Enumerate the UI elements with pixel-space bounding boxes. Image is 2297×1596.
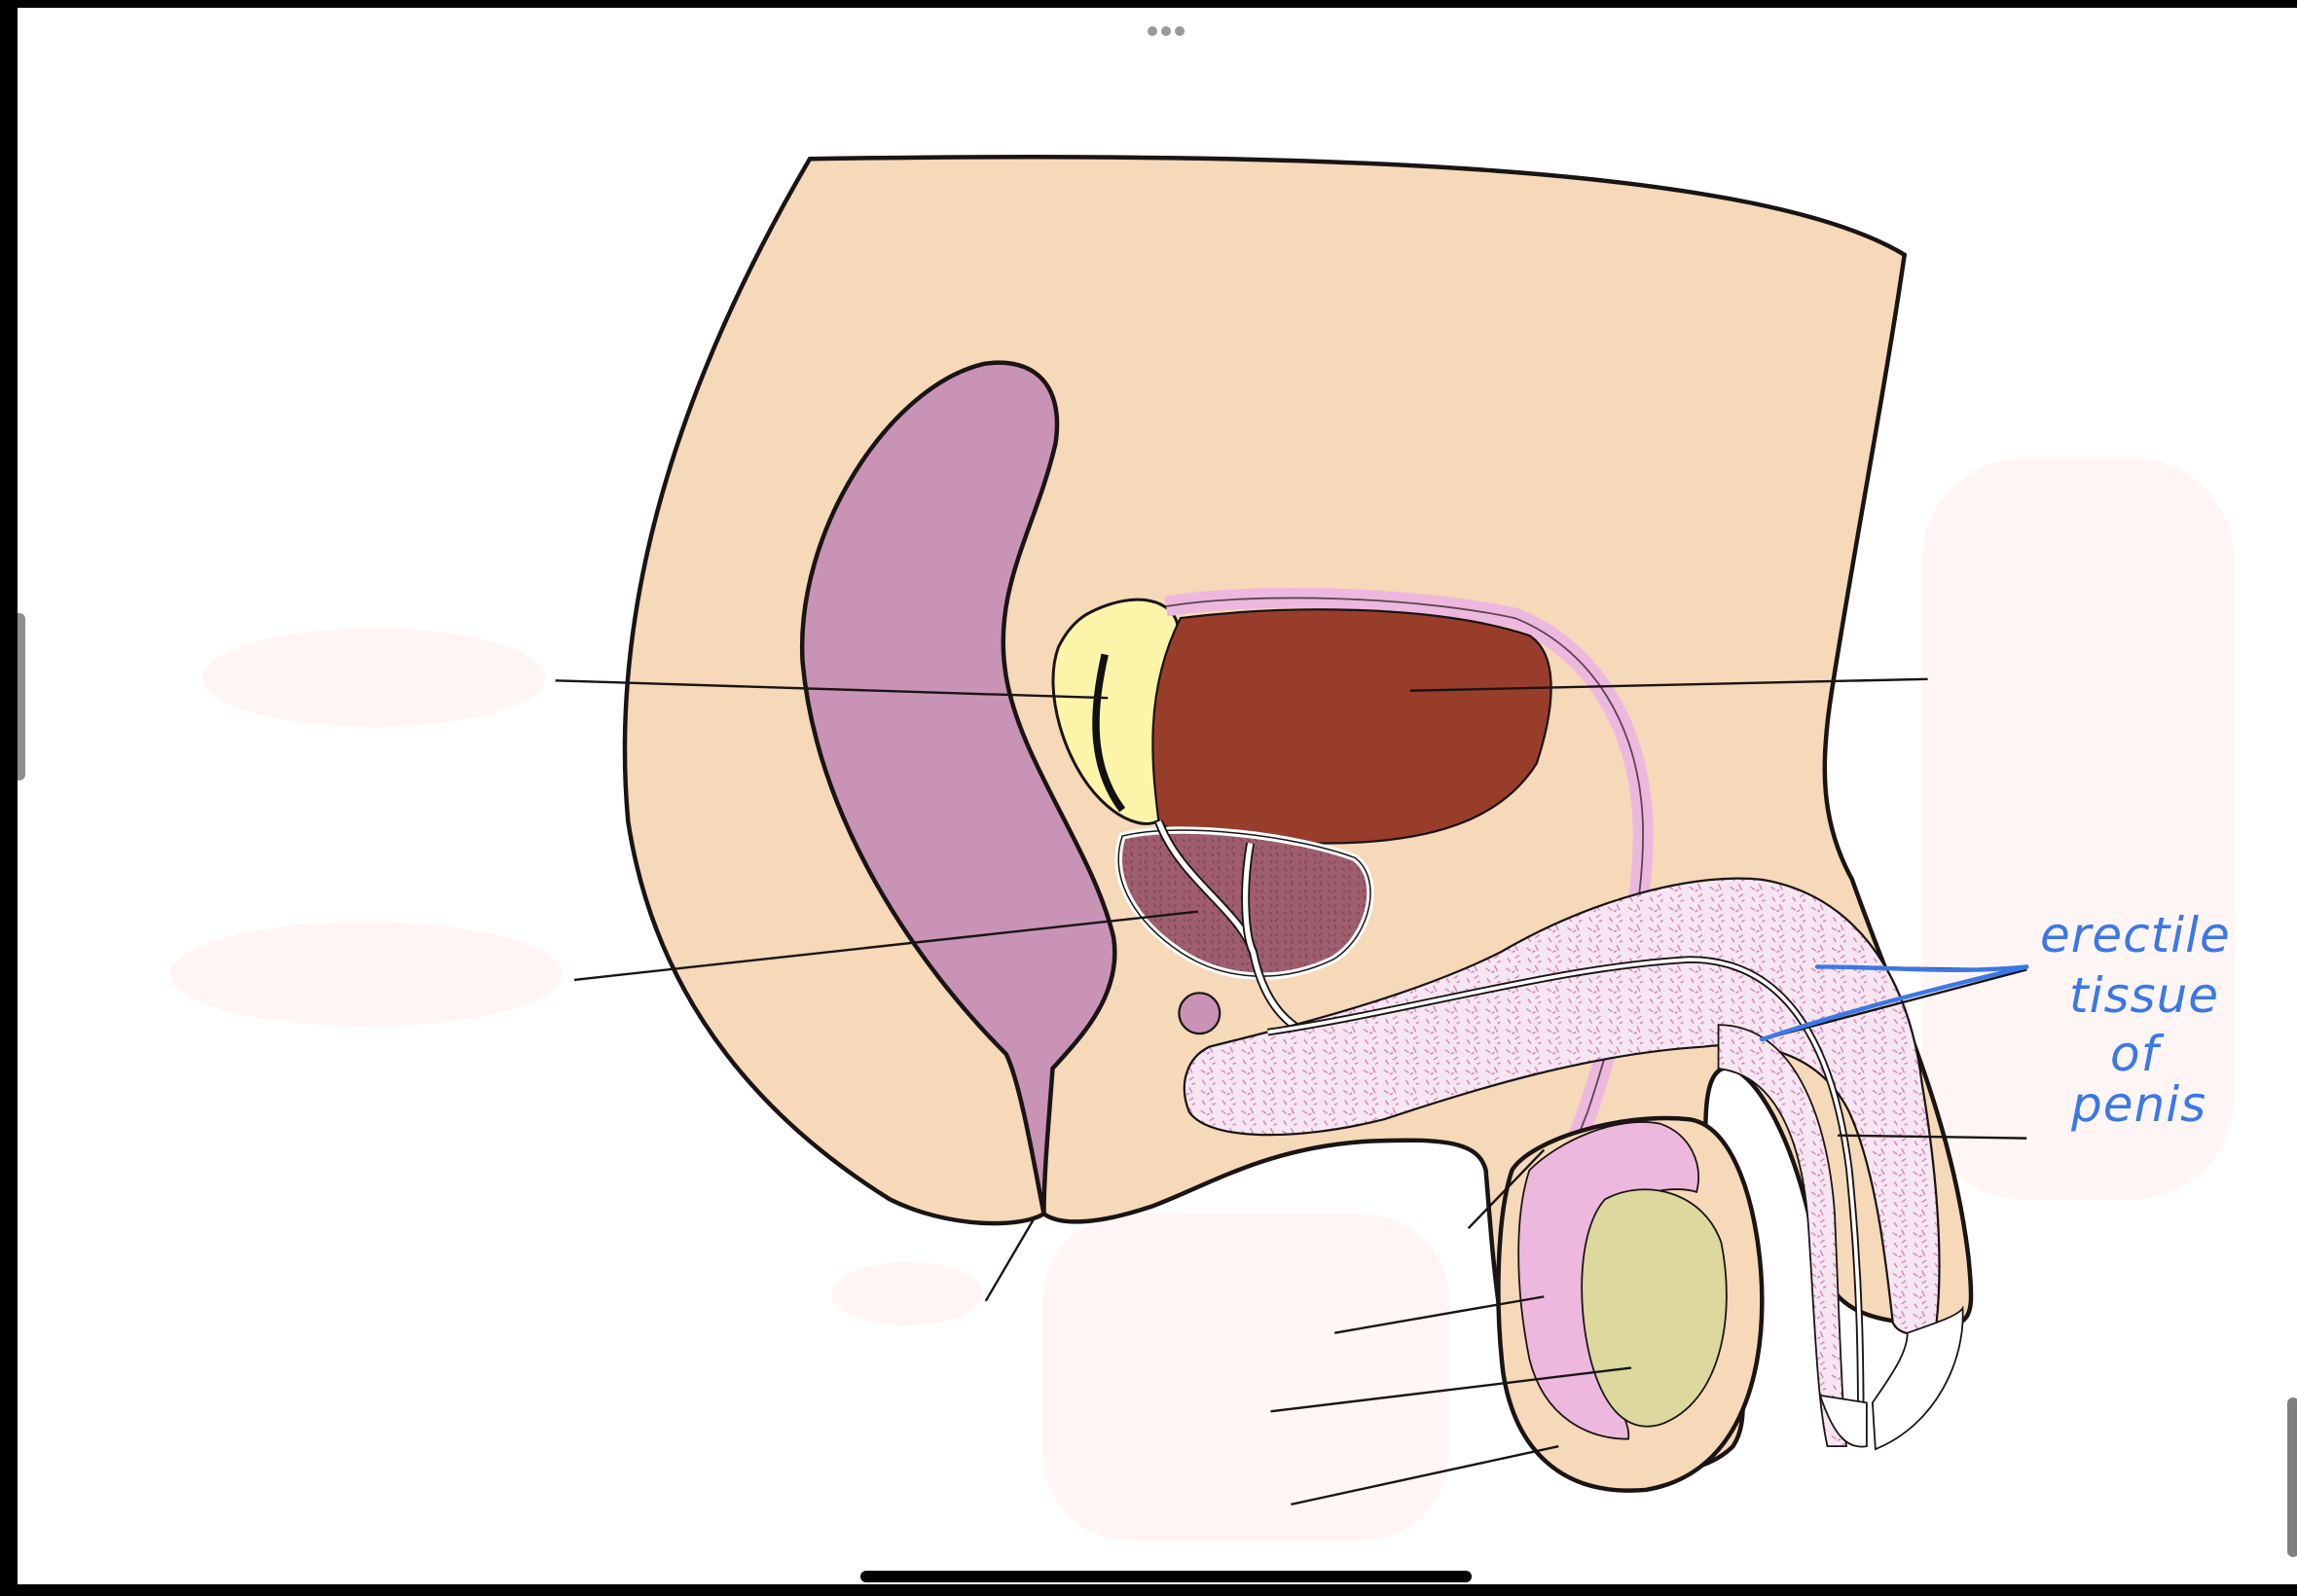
annotation-line-2: tissue	[2069, 967, 2220, 1024]
erased-label-patches	[169, 457, 2235, 1542]
glans	[1818, 1394, 1868, 1448]
bulbourethral-gland	[1178, 992, 1221, 1035]
sidebar-pull-tab-icon[interactable]	[18, 613, 25, 780]
home-indicator-bar[interactable]	[860, 1571, 1472, 1582]
annotation-line-3: of	[2110, 1026, 2160, 1082]
erectile-lower-column	[1717, 1024, 1847, 1448]
dot-icon	[1175, 26, 1185, 36]
pubic-bone	[1051, 598, 1180, 825]
top-bezel	[0, 0, 2297, 8]
dot-icon	[1161, 26, 1171, 36]
bottom-bezel	[0, 1584, 2297, 1596]
annotation-line-4: penis	[2071, 1076, 2207, 1133]
rectum	[799, 360, 1117, 1215]
vertical-scrollbar[interactable]	[2287, 1397, 2297, 1557]
note-canvas[interactable]: erectile tissue of penis	[18, 8, 2297, 1584]
testis	[1581, 1188, 1728, 1428]
more-options-icon[interactable]	[1145, 25, 1187, 37]
erectile-tissue	[1183, 877, 1941, 1335]
pubic-bone-dark-line	[1092, 653, 1126, 813]
annotation-line-1: erectile	[2040, 907, 2231, 963]
urinary-bladder	[1151, 608, 1552, 845]
dot-icon	[1148, 26, 1157, 36]
annotation-pointers	[1760, 964, 2029, 1042]
left-bezel	[0, 0, 18, 1596]
handwritten-annotation: erectile tissue of penis	[2040, 911, 2231, 1129]
anatomy-diagram	[169, 154, 2235, 1542]
